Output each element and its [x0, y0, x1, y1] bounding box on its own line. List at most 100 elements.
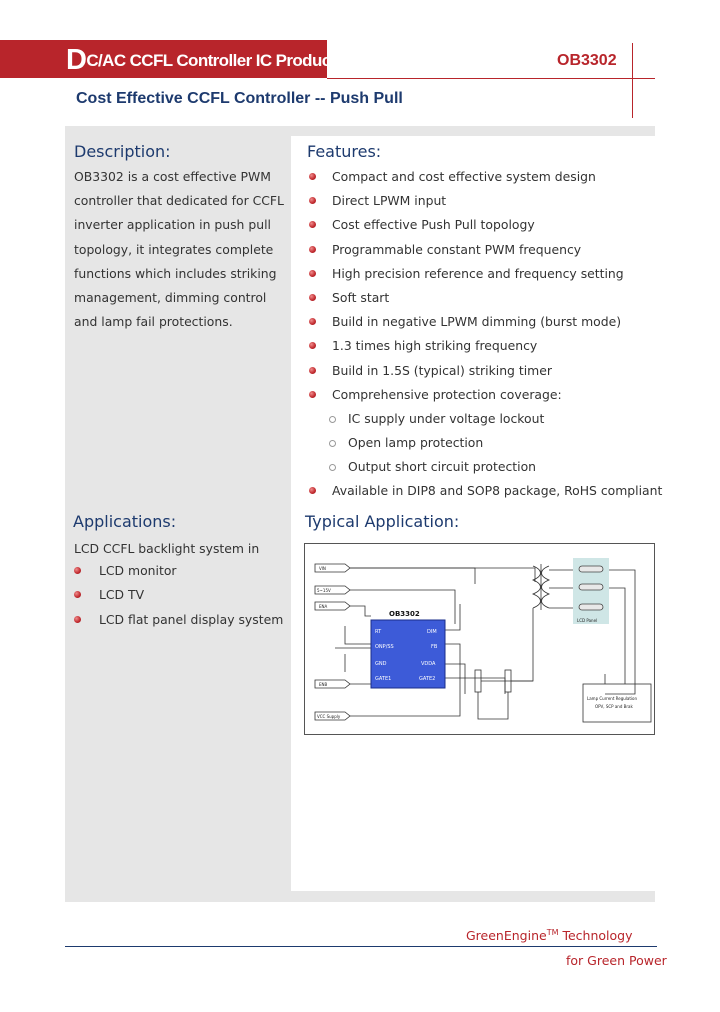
chip-pin-label: GATE1	[375, 676, 391, 682]
input-arrow-ena	[314, 585, 351, 595]
feature-text: Available in DIP8 and SOP8 package, RoHS…	[332, 483, 663, 499]
page-subtitle: Cost Effective CCFL Controller -- Push P…	[76, 90, 403, 107]
applications-list: LCD monitor LCD TV LCD flat panel displa…	[74, 559, 283, 632]
list-item: LCD TV	[74, 583, 283, 607]
input-label: ENB	[319, 682, 328, 687]
circuit-diagram: OB3302 RT ONP/SS GND GATE1 DIM FB VDDA G…	[304, 543, 655, 735]
application-text: LCD monitor	[99, 563, 177, 578]
red-bullet-icon	[309, 269, 316, 277]
ob3302-chip	[370, 619, 446, 689]
red-bullet-icon	[309, 390, 316, 398]
header-vertical-rule	[632, 43, 633, 118]
feature-text: High precision reference and frequency s…	[332, 265, 624, 281]
chip-pin-label: RT	[375, 629, 382, 635]
chip-pin-label: DIM	[427, 629, 437, 635]
footer-slogan: for Green Power	[566, 953, 667, 968]
list-item: Build in negative LPWM dimming (burst mo…	[308, 310, 668, 334]
title-banner	[0, 40, 327, 78]
chip-pin-label: GATE2	[419, 676, 435, 682]
input-arrow-vin	[314, 563, 351, 573]
feature-text: Cost effective Push Pull topology	[332, 217, 535, 233]
input-arrow-enb2	[314, 679, 351, 689]
sense-box-line: Lamp Current Regulation	[587, 696, 638, 701]
input-label: 5~15V	[317, 588, 331, 593]
top-gray-strip	[65, 126, 655, 136]
red-bullet-icon	[309, 245, 316, 253]
list-item: Soft start	[308, 286, 668, 310]
input-label: ENA	[319, 604, 328, 609]
chip-pin-label: VDDA	[421, 661, 436, 667]
feature-text: Soft start	[332, 289, 390, 305]
list-item: Available in DIP8 and SOP8 package, RoHS…	[308, 479, 668, 503]
feature-subtext: Open lamp protection	[348, 435, 484, 451]
chip-pin-label: FB	[431, 644, 438, 650]
features-heading: Features:	[307, 142, 382, 161]
list-item: LCD monitor	[74, 559, 283, 583]
feature-text: Build in 1.5S (typical) striking timer	[332, 362, 552, 378]
footer-rule	[65, 946, 657, 947]
list-item: Cost effective Push Pull topology	[308, 213, 668, 237]
feature-subtext: IC supply under voltage lockout	[348, 410, 545, 426]
application-text: LCD TV	[99, 587, 145, 603]
lamp-icon	[578, 583, 604, 591]
header-rule	[327, 78, 655, 79]
red-bullet-icon	[309, 221, 316, 229]
list-item: High precision reference and frequency s…	[308, 262, 668, 286]
list-item: LCD flat panel display system	[74, 608, 283, 632]
chip-label: OB3302	[389, 610, 420, 618]
sub-bullet-icon	[329, 415, 336, 423]
description-line: inverter application in push pull	[74, 217, 271, 233]
red-bullet-icon	[74, 567, 81, 574]
description-line: controller that dedicated for CCFL	[74, 193, 284, 209]
red-bullet-icon	[309, 342, 316, 350]
red-bullet-icon	[309, 173, 316, 180]
feature-text: Compact and cost effective system design	[332, 169, 596, 184]
description-line: management, dimming control	[74, 290, 267, 306]
circuit-diagram-svg: OB3302 RT ONP/SS GND GATE1 DIM FB VDDA G…	[314, 558, 652, 723]
bottom-gray-strip	[65, 891, 655, 902]
banner-initial: D	[66, 44, 87, 76]
feature-subtext: Output short circuit protection	[348, 459, 537, 475]
typical-application-heading: Typical Application:	[305, 512, 460, 531]
chip-pin-label: GND	[375, 661, 387, 667]
panel-label: LCD Panel	[577, 618, 597, 623]
input-arrow-enb	[314, 601, 351, 611]
list-item: IC supply under voltage lockout	[308, 407, 668, 431]
list-item: Programmable constant PWM frequency	[308, 238, 668, 262]
application-text: LCD flat panel display system	[99, 611, 284, 627]
red-bullet-icon	[309, 366, 316, 374]
red-bullet-icon	[309, 487, 316, 495]
red-bullet-icon	[74, 591, 81, 599]
list-item: Build in 1.5S (typical) striking timer	[308, 359, 668, 383]
input-arrow-vcc	[314, 711, 351, 721]
description-line: topology, it integrates complete	[74, 241, 274, 257]
feature-text: Build in negative LPWM dimming (burst mo…	[332, 314, 622, 330]
applications-heading: Applications:	[73, 512, 177, 531]
red-bullet-icon	[309, 293, 316, 301]
feature-text: Direct LPWM input	[332, 193, 447, 209]
part-number: OB3302	[557, 52, 617, 69]
feature-text: 1.3 times high striking frequency	[332, 338, 538, 354]
trademark-mark: TM	[546, 928, 559, 937]
features-list: Compact and cost effective system design…	[308, 165, 668, 504]
product-category-title: DC/AC CCFL Controller IC Product	[66, 44, 336, 77]
list-item: Direct LPWM input	[308, 189, 668, 213]
feature-text: Programmable constant PWM frequency	[332, 241, 582, 257]
description-body: OB3302 is a cost effective PWM controlle…	[74, 165, 289, 334]
list-item: Open lamp protection	[308, 431, 668, 455]
applications-intro: LCD CCFL backlight system in	[74, 541, 260, 556]
description-heading: Description:	[74, 142, 171, 161]
sense-box-line: OPV, SCP and Brak	[595, 704, 633, 709]
list-item: Comprehensive protection coverage:	[308, 383, 668, 407]
supply-label: VCC Supply	[317, 714, 341, 719]
feature-text: Comprehensive protection coverage:	[332, 386, 562, 402]
input-label: VIN	[319, 566, 326, 571]
chip-pin-label: ONP/SS	[375, 644, 394, 650]
red-bullet-icon	[74, 615, 81, 623]
footer-brand: GreenEngine	[466, 928, 547, 944]
list-item: Compact and cost effective system design	[308, 165, 668, 189]
lamp-icon	[578, 565, 604, 573]
red-bullet-icon	[309, 197, 316, 205]
description-line: and lamp fail protections.	[74, 314, 233, 330]
banner-rest: C/AC CCFL Controller IC Product	[86, 51, 336, 70]
